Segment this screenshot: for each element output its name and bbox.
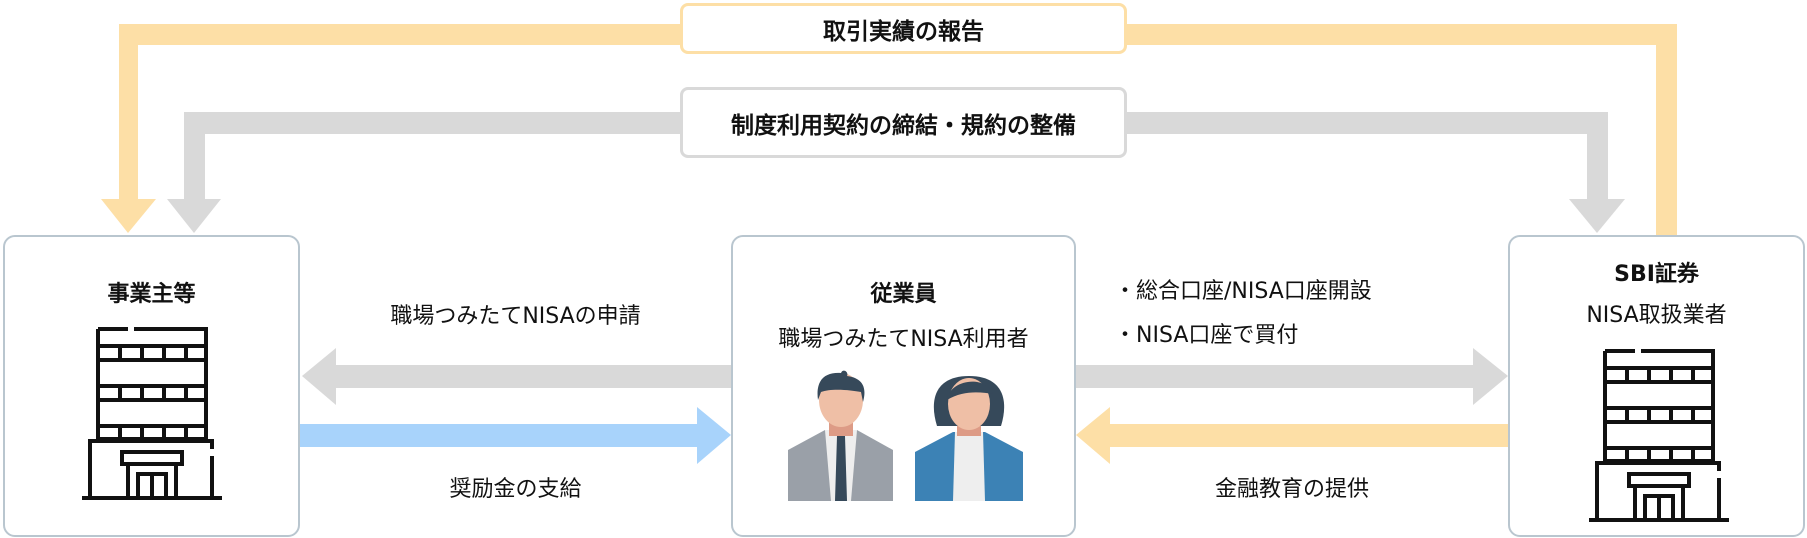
bullet-text: NISA口座で買付 [1136,323,1299,348]
employee-subtitle: 職場つみたてNISA利用者 [778,327,1029,352]
application-label: 職場つみたてNISAの申請 [390,304,641,329]
report-text: 取引実績の報告 [823,18,984,45]
account-arrow [1076,348,1508,405]
account-bullets: ・総合口座/NISA口座開設 ・NISA口座で買付 [1114,270,1372,358]
education-arrow [1076,407,1508,464]
bullet-item: ・NISA口座で買付 [1114,323,1299,348]
man-icon [788,370,893,501]
report-label: 取引実績の報告 [680,3,1127,54]
woman-icon [915,376,1023,501]
bullet-item: ・総合口座/NISA口座開設 [1114,279,1372,304]
broker-subtitle: NISA取扱業者 [1586,303,1727,328]
education-label: 金融教育の提供 [1214,477,1369,502]
people-icon [788,370,1023,501]
broker-title: SBI証券 [1614,262,1699,287]
bullet-text: 総合口座/NISA口座開設 [1136,279,1372,304]
building-icon [82,327,222,500]
employer-title: 事業主等 [107,282,196,307]
employee-title: 従業員 [870,282,937,307]
incentive-arrow [300,407,731,464]
contract-text: 制度利用契約の締結・規約の整備 [731,112,1076,139]
application-arrow [302,348,731,405]
incentive-label: 奨励金の支給 [449,477,582,502]
building-icon [1589,349,1729,522]
contract-label: 制度利用契約の締結・規約の整備 [680,87,1127,158]
